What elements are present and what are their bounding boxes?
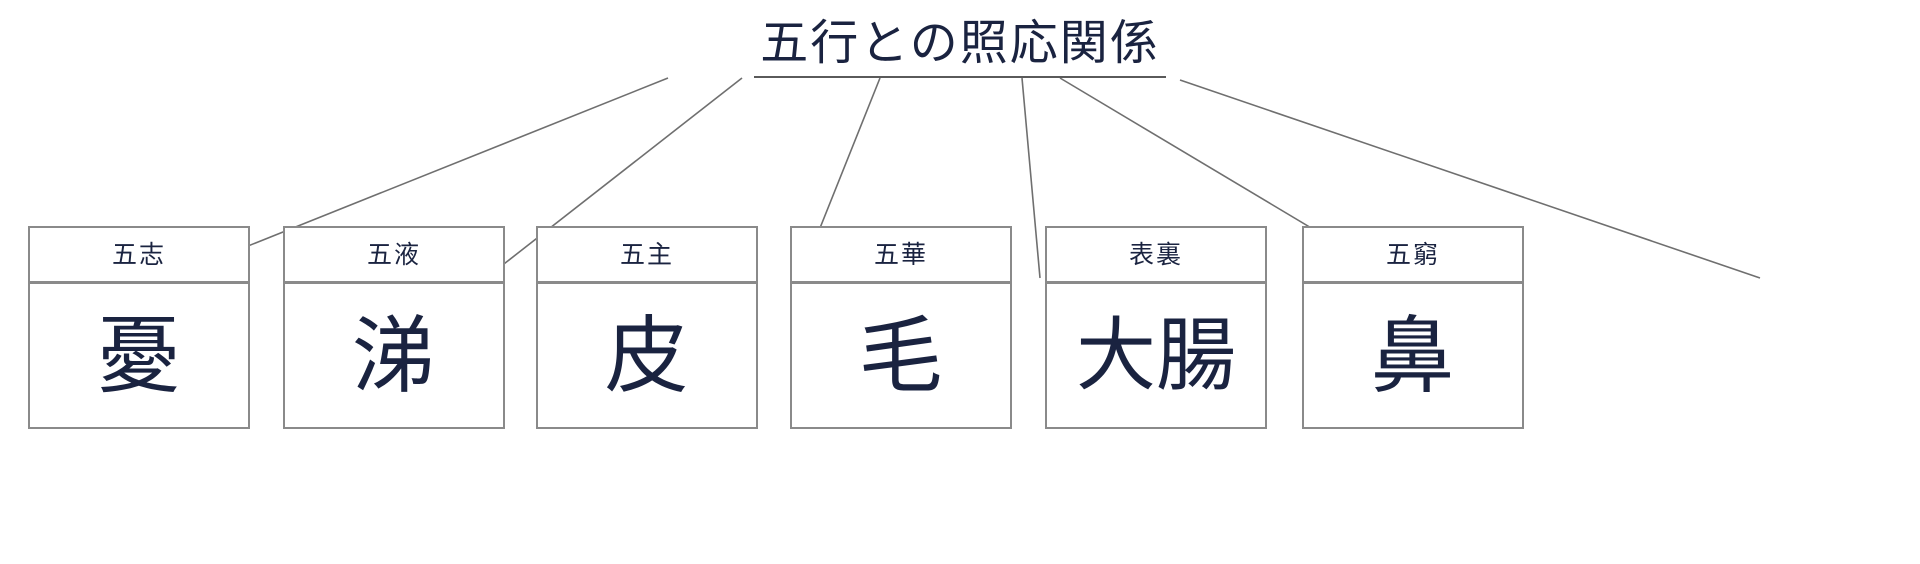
node-value-1: 憂 (96, 306, 182, 405)
node-value-5: 大腸 (1076, 308, 1236, 402)
node-header-3: 五主 (538, 228, 756, 284)
node-box-2[interactable]: 五液 涕 (283, 226, 505, 429)
node-box-3[interactable]: 五主 皮 (536, 226, 758, 429)
node-header-2: 五液 (285, 228, 503, 284)
node-box-1[interactable]: 五志 憂 (28, 226, 250, 429)
page-title: 五行との照応関係 (754, 14, 1166, 78)
node-box-5[interactable]: 表裏 大腸 (1045, 226, 1267, 429)
node-value-3: 皮 (604, 306, 690, 405)
node-value-6: 鼻 (1370, 306, 1456, 405)
node-header-4: 五華 (792, 228, 1010, 284)
node-value-4: 毛 (858, 306, 944, 405)
diagram-title-wrap: 五行との照応関係 (0, 14, 1920, 78)
node-header-5: 表裏 (1047, 228, 1265, 284)
node-header-1: 五志 (30, 228, 248, 284)
node-box-4[interactable]: 五華 毛 (790, 226, 1012, 429)
node-value-2: 涕 (351, 306, 437, 405)
connector-line-4 (1021, 77, 1041, 279)
node-header-6: 五窮 (1304, 228, 1522, 284)
node-box-6[interactable]: 五窮 鼻 (1302, 226, 1524, 429)
